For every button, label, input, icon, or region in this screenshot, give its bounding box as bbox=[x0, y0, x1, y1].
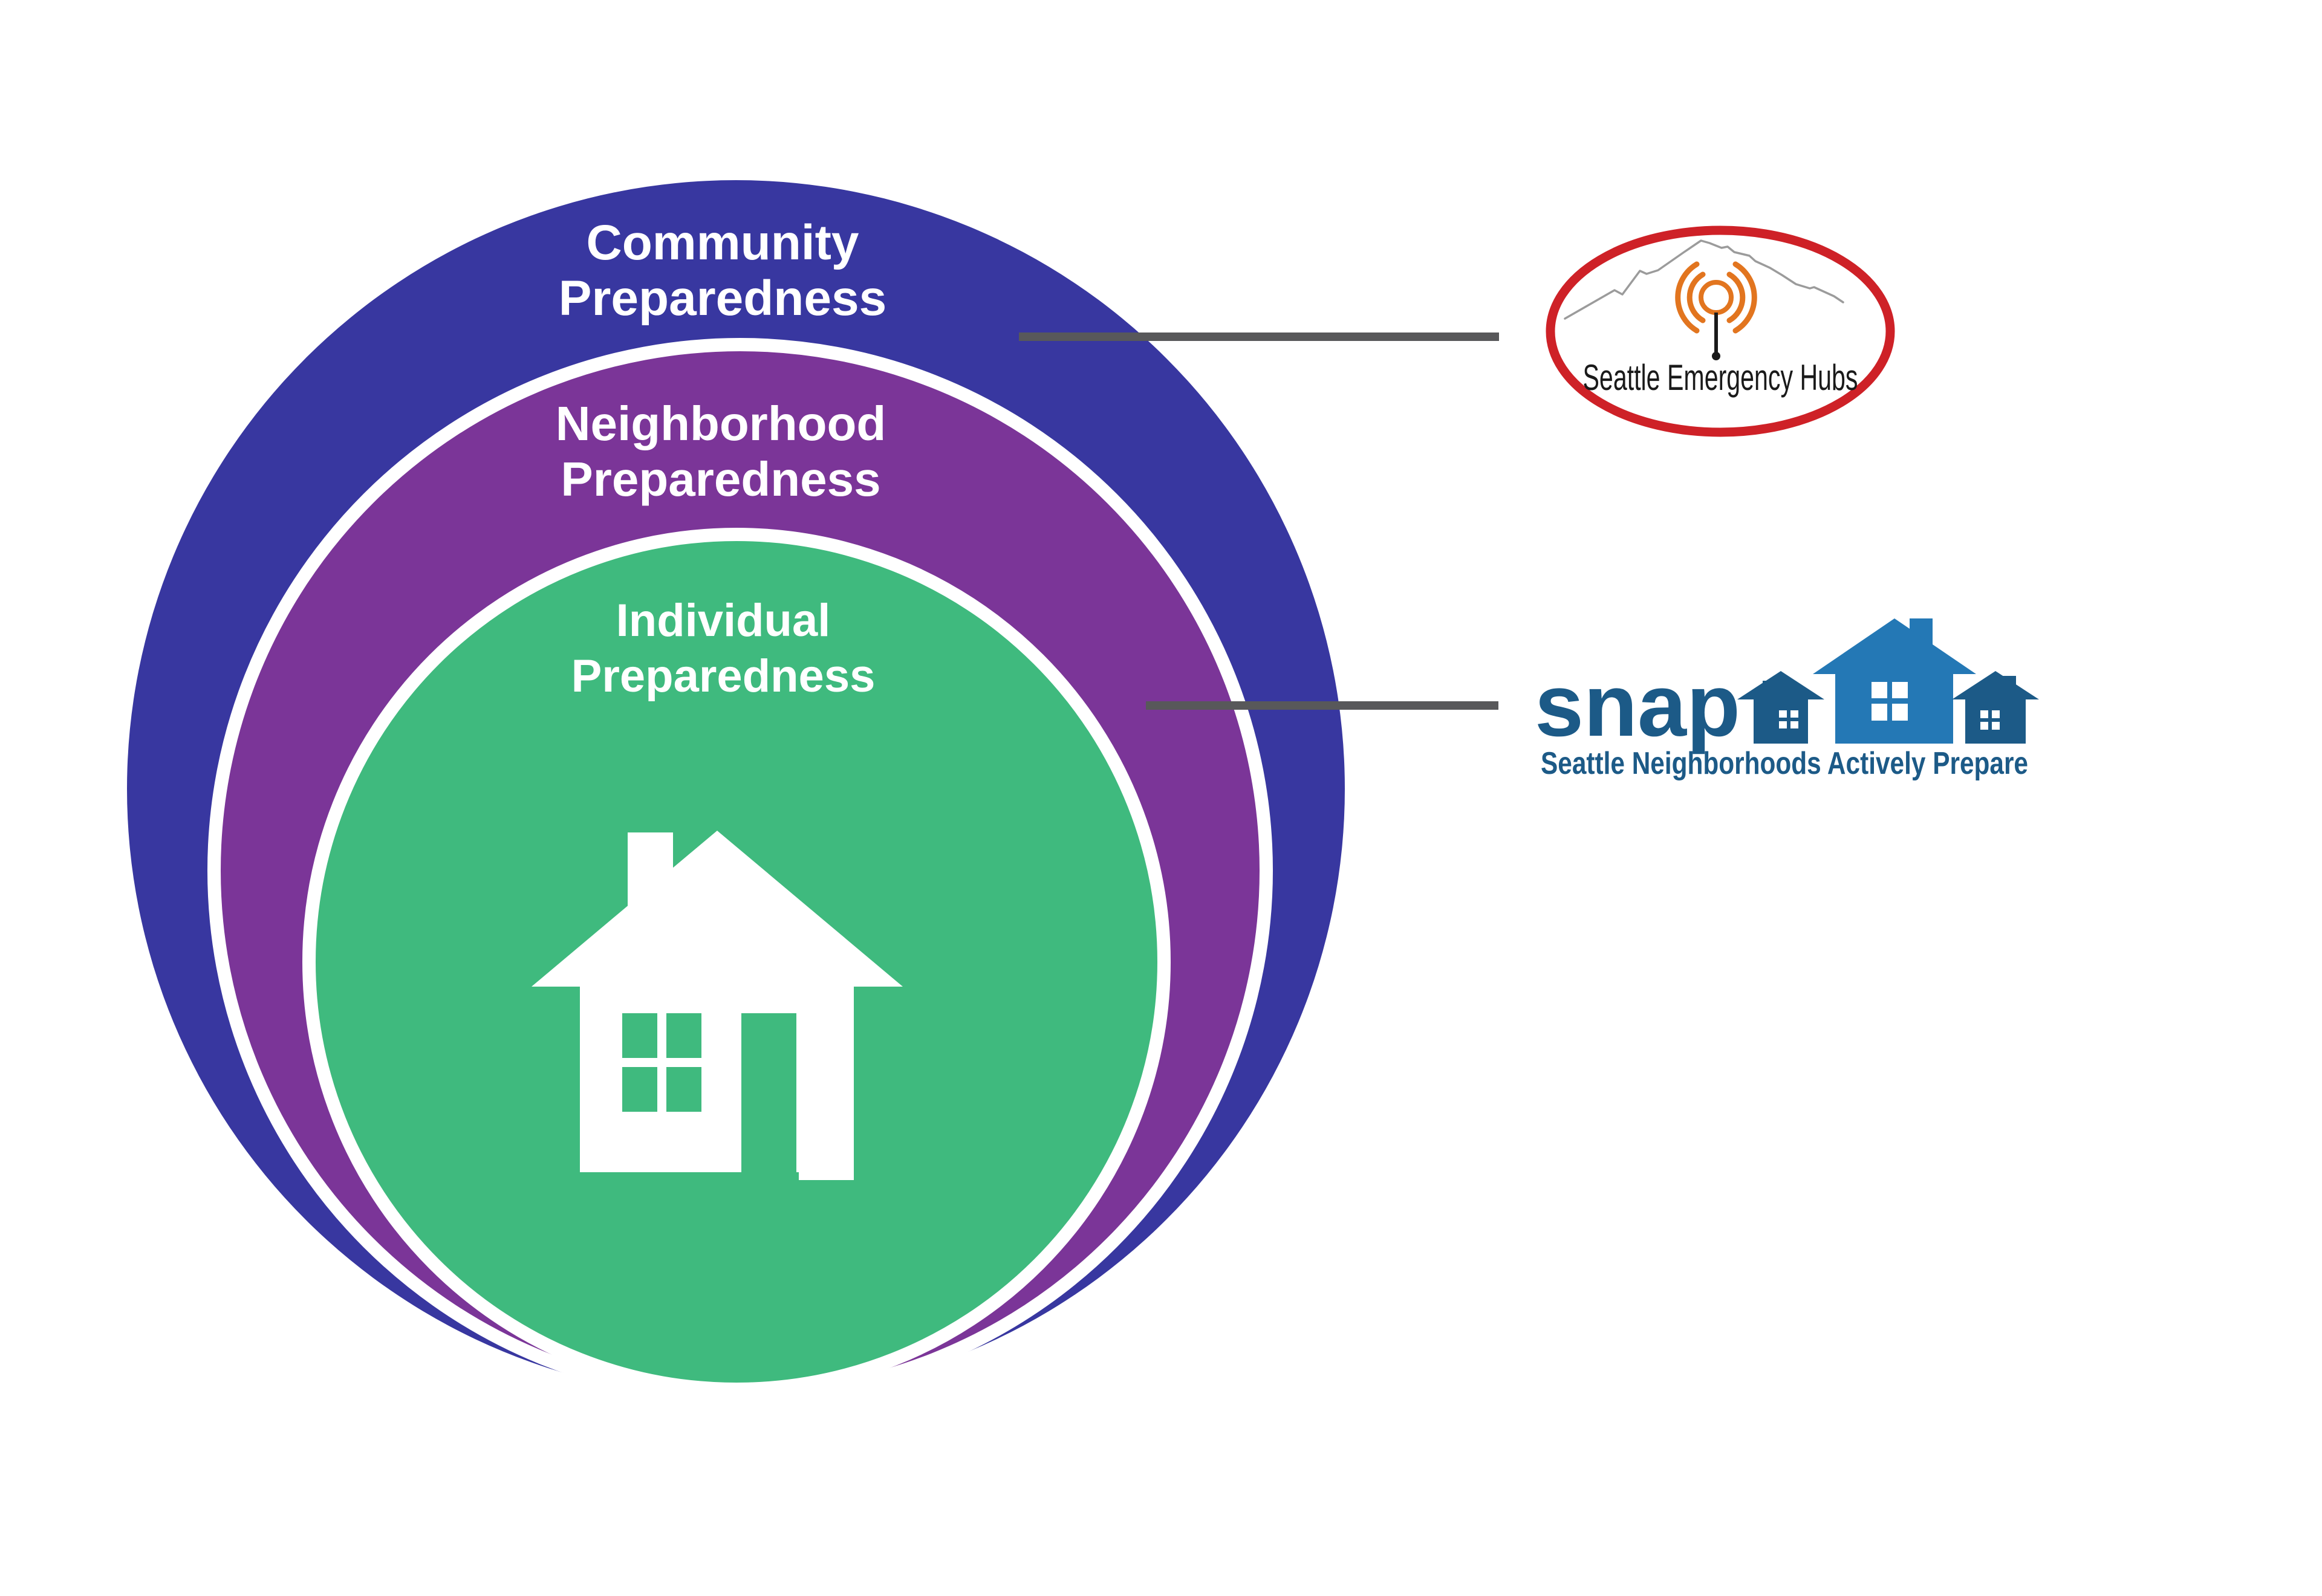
left-house bbox=[1737, 671, 1824, 744]
neighborhood-label: Neighborhood Preparedness bbox=[556, 396, 886, 507]
hubs-oval-border bbox=[1546, 225, 1895, 437]
house-door-gap bbox=[741, 1013, 796, 1173]
snap-subtitle: Seattle Neighborhoods Actively Prepare bbox=[1541, 746, 2028, 781]
window-mullion bbox=[1779, 718, 1798, 721]
big-house bbox=[1813, 618, 1976, 744]
neighborhood-label-line2: Preparedness bbox=[561, 452, 881, 506]
connector-line-hubs bbox=[1019, 332, 1499, 341]
hubs-logo-text: Seattle Emergency Hubs bbox=[1583, 357, 1858, 398]
mountain-ridge-icon bbox=[1564, 239, 1844, 320]
snap-wordmark: snap bbox=[1535, 656, 1740, 754]
radio-signal-icon bbox=[1675, 261, 1757, 360]
neighborhood-label-line1: Neighborhood bbox=[555, 397, 886, 450]
community-label-line2: Preparedness bbox=[558, 271, 887, 326]
snap-logo: snap Seattle Neighb bbox=[1535, 618, 2039, 781]
houses-icon bbox=[1737, 618, 2039, 744]
community-label-line1: Community bbox=[586, 215, 859, 270]
house-door bbox=[799, 1013, 854, 1180]
left-house-roof bbox=[1737, 671, 1824, 699]
house-window-pane bbox=[666, 1067, 701, 1112]
individual-label-line2: Preparedness bbox=[571, 650, 876, 702]
house-window-pane bbox=[622, 1067, 657, 1112]
radio-arc bbox=[1732, 261, 1757, 334]
house-icon bbox=[532, 831, 903, 1180]
right-house bbox=[1952, 671, 2039, 744]
seattle-emergency-hubs-logo: Seattle Emergency Hubs bbox=[1546, 225, 1895, 437]
house-roof bbox=[532, 831, 903, 987]
radio-arc bbox=[1726, 271, 1746, 323]
window-mullion bbox=[1872, 698, 1908, 704]
individual-label-line1: Individual bbox=[616, 595, 831, 646]
house-window-pane bbox=[622, 1013, 657, 1058]
house-window-pane bbox=[666, 1013, 701, 1058]
radio-arc bbox=[1686, 271, 1706, 323]
big-house-roof bbox=[1813, 618, 1976, 674]
connector-line-snap bbox=[1146, 701, 1498, 710]
individual-label: Individual Preparedness bbox=[571, 593, 876, 704]
radio-arc bbox=[1675, 261, 1700, 334]
window-mullion bbox=[1980, 718, 2000, 722]
antenna-base-dot bbox=[1712, 352, 1720, 360]
community-label: Community Preparedness bbox=[559, 215, 886, 326]
right-house-roof bbox=[1952, 671, 2039, 699]
